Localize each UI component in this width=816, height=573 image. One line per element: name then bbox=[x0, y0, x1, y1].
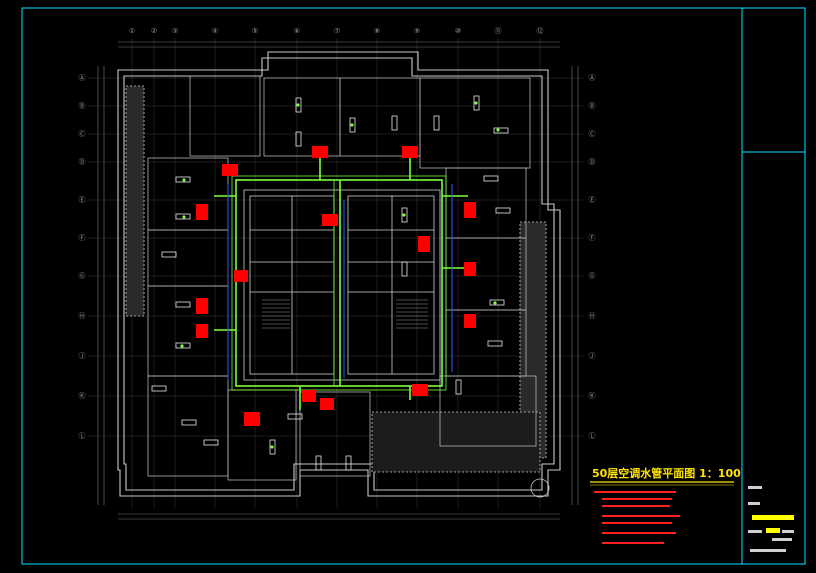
core-area bbox=[243, 189, 441, 381]
grid-row-label-left: Ⓕ bbox=[79, 234, 86, 242]
valve-icon bbox=[180, 101, 500, 449]
grid-row-label-left: Ⓐ bbox=[79, 74, 86, 82]
grid-column-label: ⑪ bbox=[495, 27, 502, 35]
grid-row-label-right: Ⓓ bbox=[589, 158, 596, 166]
grid-row-label-right: Ⓖ bbox=[589, 272, 596, 280]
grid-row-label-right: Ⓒ bbox=[589, 130, 596, 138]
drawing-title: 50层空调水管平面图 1：100 bbox=[592, 466, 741, 480]
grid-row-label-left: Ⓙ bbox=[79, 352, 86, 360]
grid-row-label-left: Ⓖ bbox=[79, 272, 86, 280]
grid-row-label-right: Ⓛ bbox=[589, 432, 596, 440]
building-walls bbox=[117, 51, 561, 497]
compass-icon bbox=[530, 478, 550, 498]
grid-column-label: ⑦ bbox=[334, 27, 340, 35]
grid-row-label-right: Ⓕ bbox=[589, 234, 596, 242]
grid-row-label-left: Ⓓ bbox=[79, 158, 86, 166]
grid-row-label-right: Ⓙ bbox=[589, 352, 596, 360]
grid-row-label-left: Ⓛ bbox=[79, 432, 86, 440]
grid-row-label-right: Ⓗ bbox=[589, 312, 596, 320]
grid-column-label: ① bbox=[129, 27, 135, 35]
grid-column-label: ⑨ bbox=[414, 27, 420, 35]
grid-row-label-left: Ⓗ bbox=[79, 312, 86, 320]
drawing-frame bbox=[21, 7, 806, 565]
grid-row-label-left: Ⓑ bbox=[79, 102, 86, 110]
grid-column-label: ⑧ bbox=[374, 27, 380, 35]
grid-column-label: ⑩ bbox=[455, 27, 461, 35]
grid-column-label: ⑫ bbox=[537, 27, 544, 35]
grid-row-label-right: Ⓚ bbox=[589, 392, 596, 400]
design-notes bbox=[594, 491, 680, 544]
grid-column-label: ③ bbox=[172, 27, 178, 35]
grid-column-label: ④ bbox=[212, 27, 218, 35]
dimension-lines bbox=[97, 41, 579, 520]
grid-row-label-right: Ⓑ bbox=[589, 102, 596, 110]
grid-column-label: ② bbox=[151, 27, 157, 35]
grid-column-label: ⑥ bbox=[294, 27, 300, 35]
grid-row-label-left: Ⓔ bbox=[79, 196, 86, 204]
grid-row-label-right: Ⓔ bbox=[589, 196, 596, 204]
fan-coil-unit-icon bbox=[151, 95, 511, 471]
return-pipe bbox=[227, 184, 453, 380]
stairs bbox=[262, 299, 428, 329]
ahu-red-block-icon bbox=[196, 146, 476, 426]
grid-row-label-right: Ⓐ bbox=[589, 74, 596, 82]
grid-row-label-left: Ⓚ bbox=[79, 392, 86, 400]
title-block bbox=[748, 486, 794, 552]
grid-row-label-left: Ⓒ bbox=[79, 130, 86, 138]
grid-column-label: ⑤ bbox=[252, 27, 258, 35]
